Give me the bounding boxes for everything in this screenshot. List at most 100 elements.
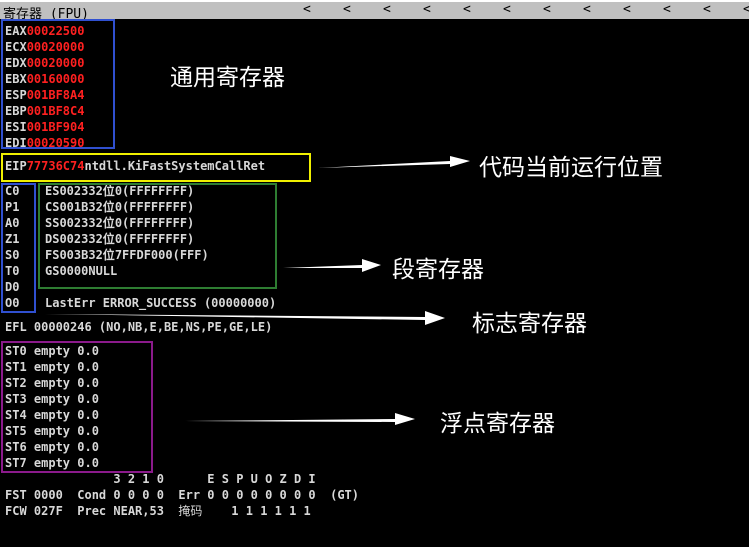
fpu-control-word-part: FCW 027F Prec NEAR,53 [5,504,179,518]
arrow-segment [283,259,381,272]
fpu-status-word[interactable]: FST 0000 Cond 0 0 0 0 Err 0 0 0 0 0 0 0 … [5,488,359,502]
register-edx-part: EDX [5,56,27,70]
register-eax[interactable]: EAX00022500 [5,24,84,38]
collapse-arrow-icon[interactable]: < [303,2,311,17]
collapse-arrow-icon[interactable]: < [383,2,391,17]
segment-gs[interactable]: GS0000NULL [45,264,117,278]
segment-fs-part: FS [45,248,60,262]
flag-a[interactable]: A0 [5,216,19,230]
collapse-arrow-icon[interactable]: < [663,2,671,17]
register-eip[interactable]: EIP77736C74ntdll.KiFastSystemCallRet [5,159,265,173]
segment-cs[interactable]: CS001B32位0(FFFFFFFF) [45,200,194,214]
segment-ds-part: DS [45,232,60,246]
segment-ds-part: 0023 [59,232,89,246]
flag-s[interactable]: S0 [5,248,19,262]
fpu-st2[interactable]: ST2 empty 0.0 [5,376,99,390]
flag-d[interactable]: D0 [5,280,19,294]
segment-ss-part: 0023 [59,216,89,230]
segment-fs[interactable]: FS003B32位7FFDF000(FFF) [45,248,209,262]
flag-p[interactable]: P1 [5,200,19,214]
register-edi[interactable]: EDI00020590 [5,136,84,150]
collapse-arrow-icon[interactable]: < [343,2,351,17]
flag-d-part: 0 [12,280,20,294]
register-edx[interactable]: EDX00020000 [5,56,84,70]
annotation-general: 通用寄存器 [170,65,285,91]
segment-cs-part: 0(FFFFFFFF) [114,200,195,214]
segment-ss-part: 32位 [88,216,115,230]
segment-cs-part: 001B [59,200,89,214]
arrow-eip [318,156,470,168]
segment-ds[interactable]: DS002332位0(FFFFFFFF) [45,232,194,246]
window-title: 寄存器 (FPU) [3,7,89,22]
register-edi-part: 00020590 [26,136,85,150]
fpu-st7[interactable]: ST7 empty 0.0 [5,456,99,470]
flag-p-part: P [5,200,13,214]
fpu-st5[interactable]: ST5 empty 0.0 [5,424,99,438]
segment-gs-part: NULL [88,264,118,278]
register-eip-part: ntdll.KiFastSystemCallRet [84,159,266,173]
fpu-st1[interactable]: ST1 empty 0.0 [5,360,99,374]
register-ebx[interactable]: EBX00160000 [5,72,84,86]
flag-c-part: C [5,184,13,198]
fpu-control-word-part: 1 1 1 1 1 1 [202,504,311,518]
register-ebx-part: 00160000 [26,72,85,86]
segment-es-part: 0023 [59,184,89,198]
fpu-control-word[interactable]: FCW 027F Prec NEAR,53 掩码 1 1 1 1 1 1 [5,504,311,518]
flag-s-part: 0 [12,248,20,262]
collapse-arrow-icon[interactable]: < [543,2,551,17]
segment-gs-part: 0000 [59,264,89,278]
fpu-st6[interactable]: ST6 empty 0.0 [5,440,99,454]
collapse-arrow-icon[interactable]: < [423,2,431,17]
fpu-st4-part: ST4 empty 0.0 [5,408,99,422]
flag-z-part: Z [5,232,13,246]
fpu-st4[interactable]: ST4 empty 0.0 [5,408,99,422]
flag-o[interactable]: O0 [5,296,19,310]
flag-c[interactable]: C0 [5,184,19,198]
register-esi[interactable]: ESI001BF904 [5,120,84,134]
register-esi-part: 001BF904 [26,120,85,134]
flag-a-part: 0 [12,216,20,230]
flag-t[interactable]: T0 [5,264,19,278]
register-ecx[interactable]: ECX00020000 [5,40,84,54]
fpu-st0-part: ST0 empty 0.0 [5,344,99,358]
segment-ss[interactable]: SS002332位0(FFFFFFFF) [45,216,194,230]
register-ebp-part: EBP [5,104,27,118]
fpu-st3[interactable]: ST3 empty 0.0 [5,392,99,406]
flag-z[interactable]: Z1 [5,232,19,246]
collapse-arrow-icon[interactable]: < [503,2,511,17]
segment-es-part: 0(FFFFFFFF) [114,184,195,198]
collapse-arrow-icon[interactable]: < [463,2,471,17]
segment-fs-part: 7FFDF000(FFF) [114,248,209,262]
flag-s-part: S [5,248,13,262]
register-esi-part: ESI [5,120,27,134]
register-edx-part: 00020000 [26,56,85,70]
arrow-fpu [185,413,415,425]
flag-d-part: D [5,280,13,294]
last-error[interactable]: LastErr ERROR_SUCCESS (00000000) [45,296,276,310]
collapse-arrow-icon[interactable]: < [703,2,711,17]
fpu-st0[interactable]: ST0 empty 0.0 [5,344,99,358]
fpu-st5-part: ST5 empty 0.0 [5,424,99,438]
annotation-flags: 标志寄存器 [472,311,587,337]
register-ebp[interactable]: EBP001BF8C4 [5,104,84,118]
flag-t-part: 0 [12,264,20,278]
register-esp[interactable]: ESP001BF8A4 [5,88,84,102]
segment-es-part: 32位 [88,184,115,198]
fpu-st3-part: ST3 empty 0.0 [5,392,99,406]
register-ecx-part: ECX [5,40,27,54]
segment-cs-part: CS [45,200,60,214]
segment-es-part: ES [45,184,60,198]
collapse-arrow-icon[interactable]: < [623,2,631,17]
register-ecx-part: 00020000 [26,40,85,54]
register-ebp-part: 001BF8C4 [26,104,85,118]
segment-ss-part: SS [45,216,60,230]
fpu-header[interactable]: 3 2 1 0 E S P U O Z D I [5,472,315,486]
eflags[interactable]: EFL 00000246 (NO,NB,E,BE,NS,PE,GE,LE) [5,320,272,334]
segment-es[interactable]: ES002332位0(FFFFFFFF) [45,184,194,198]
collapse-arrow-icon[interactable]: < [583,2,591,17]
eflags-part: EFL 00000246 (NO,NB,E,BE,NS,PE,GE,LE) [5,320,273,334]
collapse-arrow-icon[interactable]: < [743,2,749,17]
register-eax-part: 00022500 [26,24,85,38]
fpu-status-word-part: FST 0000 Cond 0 0 0 0 Err 0 0 0 0 0 0 0 … [5,488,360,502]
